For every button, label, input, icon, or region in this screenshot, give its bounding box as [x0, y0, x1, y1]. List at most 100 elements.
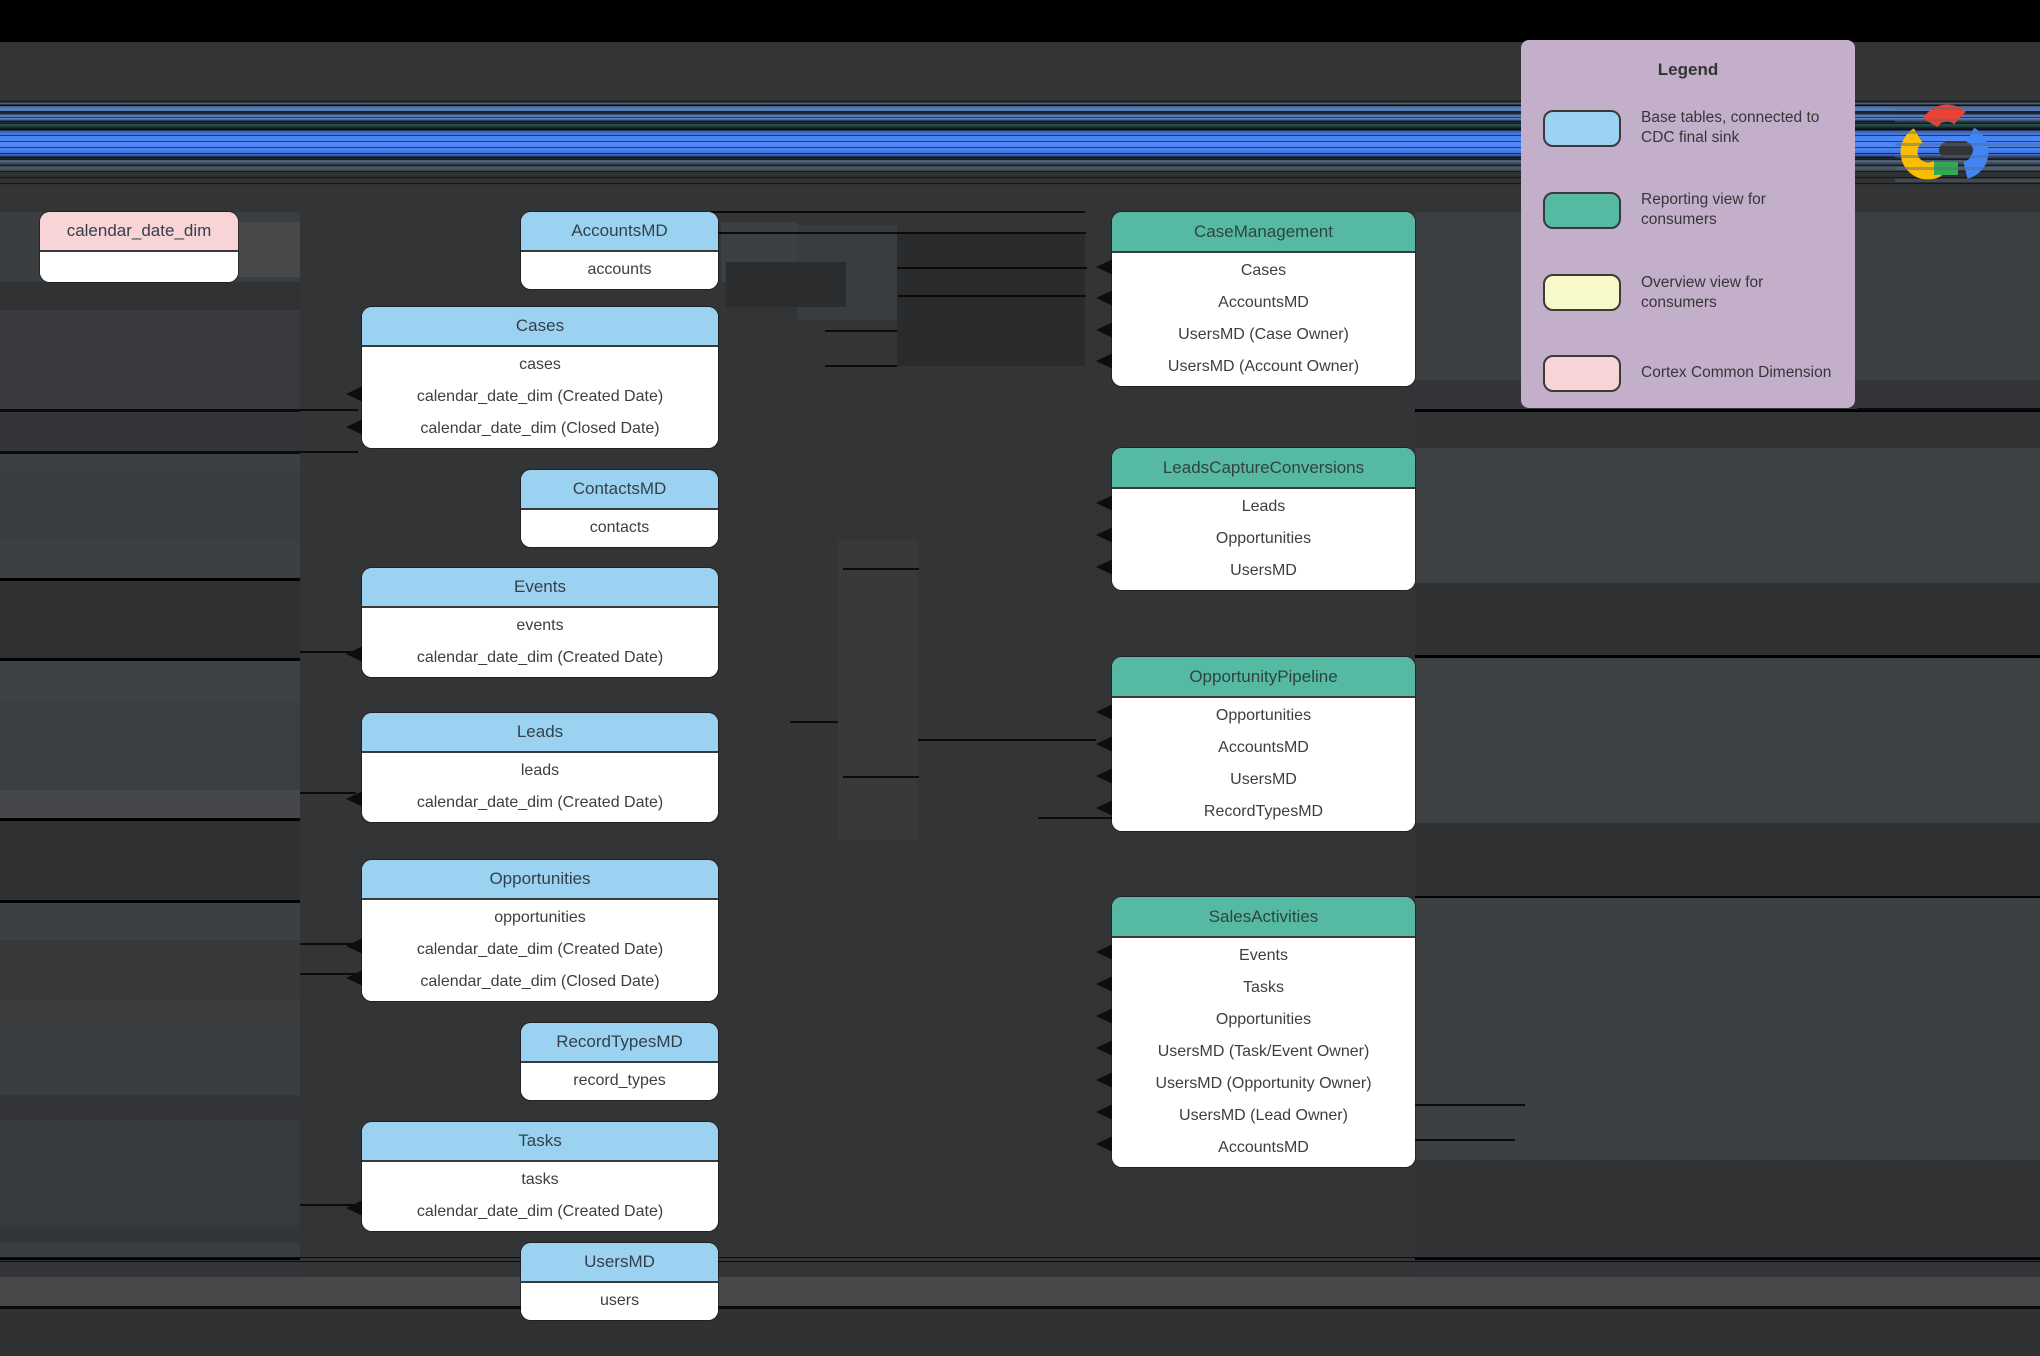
table-cases: Cases cases calendar_date_dim (Created D… — [362, 307, 718, 448]
cortex-common-dimension-swatch-icon — [1543, 354, 1621, 392]
table-row: calendar_date_dim (Closed Date) — [420, 973, 660, 990]
connector-line — [0, 451, 358, 453]
connector-arrow-icon — [1096, 1008, 1113, 1024]
table-row: Events — [1239, 947, 1288, 964]
view-leadscaptureconversions: LeadsCaptureConversions Leads Opportunit… — [1112, 448, 1415, 590]
table-row: UsersMD (Case Owner) — [1178, 326, 1349, 343]
base-table-swatch-icon — [1543, 109, 1621, 147]
table-header: CaseManagement — [1112, 212, 1415, 253]
connector-arrow-icon — [1096, 1040, 1113, 1056]
table-body: Opportunities AccountsMD UsersMD RecordT… — [1112, 698, 1415, 831]
table-body: contacts — [521, 510, 718, 547]
connector-line — [0, 1306, 2040, 1309]
table-row: Opportunities — [1215, 707, 1312, 724]
table-header: SalesActivities — [1112, 897, 1415, 938]
google-cloud-logo-icon — [1900, 104, 1989, 180]
glitch-band-bottom — [0, 1277, 2040, 1306]
connector-arrow-icon — [1096, 976, 1113, 992]
connector-line — [825, 330, 897, 332]
table-row: AccountsMD — [1218, 739, 1309, 756]
connector-arrow-icon — [1096, 1072, 1113, 1088]
table-row: AccountsMD — [1218, 294, 1309, 311]
table-body: Leads Opportunities UsersMD — [1112, 489, 1415, 590]
table-row: record_types — [573, 1072, 666, 1089]
table-body — [40, 252, 238, 282]
table-row: calendar_date_dim (Created Date) — [416, 1203, 664, 1220]
legend-item: Reporting view for consumers — [1543, 190, 1833, 230]
legend-title: Legend — [1657, 60, 1719, 79]
table-body: leads calendar_date_dim (Created Date) — [362, 753, 718, 822]
table-header: LeadsCaptureConversions — [1112, 448, 1415, 489]
connector-line — [300, 792, 356, 794]
table-row: calendar_date_dim (Created Date) — [416, 941, 664, 958]
connector-line — [300, 1204, 355, 1206]
connector-arrow-icon — [346, 419, 363, 435]
connector-arrow-icon — [1096, 800, 1113, 816]
legend-item-label: Overview view for consumers — [1641, 273, 1764, 311]
legend-item-label: Reporting view for consumers — [1641, 191, 1766, 229]
google-cloud-logo — [1895, 98, 1995, 186]
view-casemanagement: CaseManagement Cases AccountsMD UsersMD … — [1112, 212, 1415, 386]
glitch-rect — [838, 540, 918, 840]
connector-arrow-icon — [1096, 736, 1113, 752]
table-body: events calendar_date_dim (Created Date) — [362, 608, 718, 677]
legend-item: Base tables, connected to CDC final sink — [1543, 108, 1833, 148]
table-row: Tasks — [1243, 979, 1284, 996]
table-row: UsersMD (Task/Event Owner) — [1157, 1043, 1370, 1060]
table-row: Cases — [1240, 262, 1287, 279]
table-row: leads — [520, 762, 560, 779]
table-row: tasks — [521, 1171, 559, 1188]
table-header: OpportunityPipeline — [1112, 657, 1415, 698]
legend-panel: Legend Base tables, connected to CDC fin… — [1521, 40, 1855, 408]
view-opportunitypipeline: OpportunityPipeline Opportunities Accoun… — [1112, 657, 1415, 831]
connector-line — [825, 365, 897, 367]
table-recordtypesmd: RecordTypesMD record_types — [521, 1023, 718, 1100]
connector-line — [0, 1261, 2040, 1262]
connector-line — [843, 568, 919, 570]
table-tasks: Tasks tasks calendar_date_dim (Created D… — [362, 1122, 718, 1231]
table-header: UsersMD — [521, 1243, 718, 1283]
legend-item-label: Base tables, connected to CDC final sink — [1641, 109, 1820, 147]
connector-line — [1857, 408, 2040, 410]
table-row: calendar_date_dim (Closed Date) — [420, 420, 660, 437]
table-row: Leads — [1241, 498, 1286, 515]
table-row: calendar_date_dim (Created Date) — [416, 649, 664, 666]
table-row: UsersMD — [1230, 562, 1297, 579]
table-header: Opportunities — [362, 860, 718, 900]
connector-arrow-icon — [346, 1200, 363, 1216]
table-header: RecordTypesMD — [521, 1023, 718, 1063]
connector-arrow-icon — [346, 791, 363, 807]
connector-arrow-icon — [1096, 704, 1113, 720]
connector-arrow-icon — [1096, 944, 1113, 960]
table-row: Opportunities — [1215, 1011, 1312, 1028]
table-body: record_types — [521, 1063, 718, 1100]
table-row: calendar_date_dim (Created Date) — [416, 794, 664, 811]
table-header: calendar_date_dim — [40, 212, 238, 252]
table-body: Cases AccountsMD UsersMD (Case Owner) Us… — [1112, 253, 1415, 386]
legend-item-label: Cortex Common Dimension — [1641, 364, 1832, 382]
table-body: users — [521, 1283, 718, 1320]
table-header: Leads — [362, 713, 718, 753]
connector-arrow-icon — [1096, 1104, 1113, 1120]
table-row: Opportunities — [1215, 530, 1312, 547]
table-row: accounts — [587, 261, 652, 278]
top-black-bar — [0, 0, 2040, 42]
connector-arrow-icon — [1096, 495, 1113, 511]
table-header: Tasks — [362, 1122, 718, 1162]
table-row: RecordTypesMD — [1203, 803, 1324, 820]
table-events: Events events calendar_date_dim (Created… — [362, 568, 718, 677]
connector-arrow-icon — [346, 386, 363, 402]
glitch-rect — [726, 262, 846, 307]
table-row: users — [599, 1292, 640, 1309]
connector-arrow-icon — [1096, 353, 1113, 369]
table-leads: Leads leads calendar_date_dim (Created D… — [362, 713, 718, 822]
table-contactsmd: ContactsMD contacts — [521, 470, 718, 547]
glitch-rect — [897, 233, 1085, 366]
table-row: events — [516, 617, 564, 634]
connector-arrow-icon — [346, 938, 363, 954]
connector-arrow-icon — [1096, 259, 1113, 275]
table-accountsmd: AccountsMD accounts — [521, 212, 718, 289]
connector-line — [710, 211, 1085, 213]
connector-arrow-icon — [346, 970, 363, 986]
table-header: ContactsMD — [521, 470, 718, 510]
